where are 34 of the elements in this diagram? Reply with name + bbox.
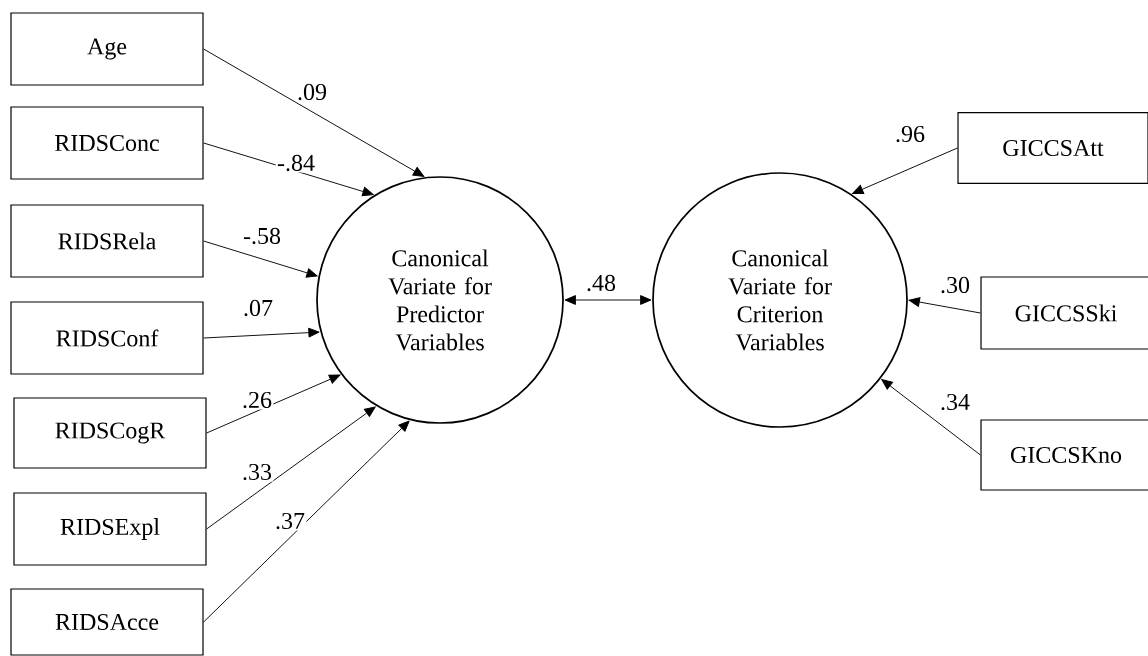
variable-box: GICCSKno — [980, 419, 1148, 491]
edge-label: .26 — [240, 390, 274, 410]
variable-box: Age — [10, 12, 204, 86]
variable-box: RIDSConf — [10, 301, 204, 375]
variable-box: GICCSSki — [980, 276, 1148, 350]
arrow — [881, 379, 981, 456]
arrow — [203, 327, 320, 339]
edge-label: .48 — [584, 273, 618, 293]
circle-node: Canonical Variate for Criterion Variables — [652, 172, 908, 428]
arrow — [203, 48, 425, 177]
arrow — [564, 295, 652, 305]
arrow — [206, 406, 376, 530]
edge-label: .37 — [273, 511, 307, 531]
edge-label: -.58 — [241, 226, 283, 246]
arrow — [852, 147, 958, 194]
variable-box: RIDSAcce — [10, 588, 204, 656]
variable-box: RIDSRela — [10, 204, 204, 278]
variable-box: GICCSAtt — [957, 111, 1148, 185]
edge-label: .96 — [893, 124, 927, 144]
edge-label: .09 — [295, 82, 329, 102]
arrow — [203, 420, 410, 623]
edge-label: .30 — [938, 275, 972, 295]
edge-label: -.84 — [275, 153, 317, 173]
arrow — [203, 142, 374, 197]
variable-box: RIDSExpl — [13, 492, 207, 566]
arrow — [908, 297, 981, 314]
arrow — [203, 240, 318, 278]
edge-label: .33 — [240, 462, 274, 482]
edge-label: .07 — [241, 298, 275, 318]
arrow — [206, 374, 341, 434]
variable-box: RIDSCogR — [13, 397, 207, 469]
variable-box: RIDSConc — [10, 106, 204, 180]
edge-label: .34 — [938, 392, 972, 412]
circle-node: Canonical Variate for Predictor Variables — [316, 176, 564, 424]
